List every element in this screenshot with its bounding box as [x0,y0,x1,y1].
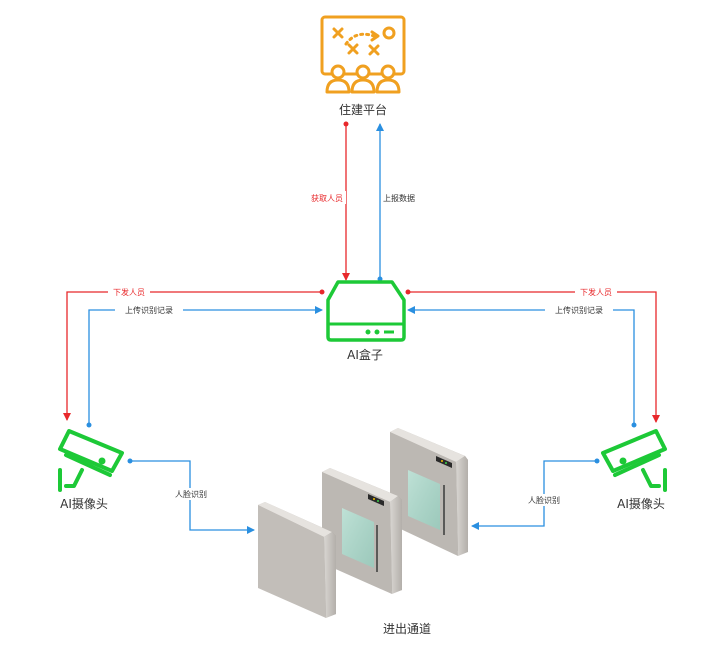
get-personnel-label: 获取人员 [311,193,343,203]
server-box-icon [326,280,406,342]
report-data-arrow [376,123,384,282]
upload-records-right-arrow [407,306,637,428]
issue-personnel-left-label: 下发人员 [113,287,145,297]
issue-personnel-right-label: 下发人员 [580,287,612,297]
cctv-camera-icon [58,429,124,492]
report-data-label: 上报数据 [383,193,415,203]
gate-label: 进出通道 [383,622,431,636]
upload-records-left-label: 上传识别记录 [125,305,173,315]
issue-personnel-right-arrow [405,289,660,423]
upload-records-left-arrow [86,306,323,428]
cctv-camera-icon [601,429,667,492]
face-recognition-left-label: 人脸识别 [175,489,207,499]
platform-label: 住建平台 [339,102,387,117]
camera-right-label: AI摄像头 [617,496,665,511]
ai-box-label: AI盒子 [347,347,383,362]
upload-records-right-label: 上传识别记录 [555,305,603,315]
strategy-board-icon [320,15,406,94]
camera-left-label: AI摄像头 [60,496,108,511]
turnstile-gate-icon [258,428,468,618]
issue-personnel-left-arrow [63,289,325,421]
face-recognition-right-arrow [471,458,600,530]
face-recognition-right-label: 人脸识别 [528,495,560,505]
